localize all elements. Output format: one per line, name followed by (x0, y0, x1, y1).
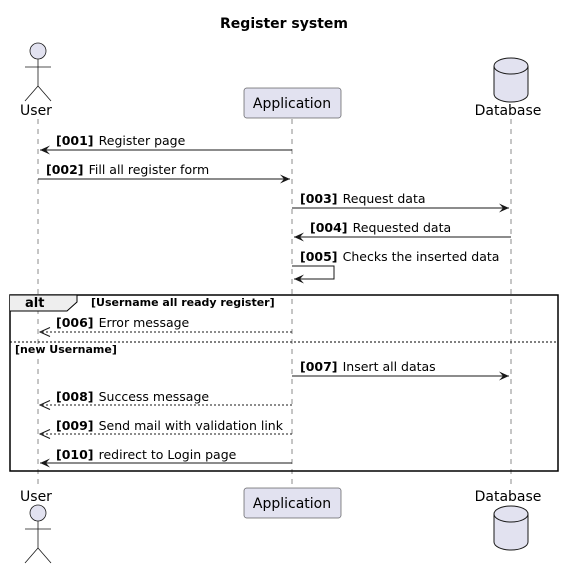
message-text: Checks the inserted data (343, 249, 500, 264)
message-010: [010] redirect to Login page (40, 444, 292, 468)
message-number: [009] (56, 418, 94, 433)
arrow-head (38, 400, 51, 410)
arrow-head (40, 458, 50, 468)
arrow-head (294, 232, 304, 242)
database-icon (493, 57, 529, 103)
message-number: [001] (56, 133, 94, 148)
message-number: [004] (310, 220, 348, 235)
fragment-guard-1: [Username all ready register] (91, 296, 275, 309)
fragment-guard-2: [new Username] (15, 343, 117, 356)
message-text: Error message (99, 315, 190, 330)
svg-text:[009] Send mail with validatio: [009] Send mail with validation link (56, 415, 284, 434)
svg-text:[005] Checks the inserted data: [005] Checks the inserted data (300, 246, 499, 265)
message-number: [006] (56, 315, 94, 330)
diagram-title: Register system (220, 16, 348, 32)
svg-text:[004] Requested data: [004] Requested data (310, 217, 451, 236)
message-text: redirect to Login page (99, 447, 237, 462)
message-text: Fill all register form (89, 162, 210, 177)
message-001: [001] Register page (40, 130, 292, 155)
message-number: [005] (300, 249, 338, 264)
message-004: [004] Requested data (294, 217, 511, 242)
message-008: [008] Success message (38, 386, 292, 410)
message-text: Register page (99, 133, 186, 148)
fragment-tab (10, 294, 78, 312)
message-007: [007] Insert all datas (292, 356, 509, 381)
message-text: Insert all datas (343, 359, 436, 374)
svg-text:[008] Success message: [008] Success message (56, 386, 209, 405)
message-text: Requested data (353, 220, 452, 235)
participant-label: Application (253, 496, 331, 512)
fragment-frame (9, 294, 559, 472)
participant-label: Application (253, 96, 331, 112)
svg-text:[003] Request data: [003] Request data (300, 188, 426, 207)
participant-label: User (20, 489, 52, 505)
svg-text:[006] Error message: [006] Error message (56, 312, 190, 331)
database-icon (493, 505, 529, 551)
actor-icon (24, 42, 52, 102)
arrow-head (499, 371, 509, 381)
message-number: [010] (56, 447, 94, 462)
participant-label: User (20, 103, 52, 119)
message-005: [005] Checks the inserted data (292, 246, 499, 284)
actor-icon (24, 504, 52, 564)
participant-database-bottom: Database (475, 489, 542, 551)
message-text: Request data (343, 191, 426, 206)
arrow-head (280, 174, 290, 184)
message-number: [002] (46, 162, 84, 177)
participant-database-top: Database (475, 57, 542, 119)
participant-user-top: User (20, 42, 52, 119)
message-002: [002] Fill all register form (38, 159, 290, 184)
message-text: Success message (99, 389, 210, 404)
fragment-label: alt (25, 296, 44, 311)
message-number: [007] (300, 359, 338, 374)
message-number: [008] (56, 389, 94, 404)
alt-fragment: alt [Username all ready register] [new U… (9, 294, 559, 472)
svg-text:[007] Insert all datas: [007] Insert all datas (300, 356, 436, 375)
message-number: [003] (300, 191, 338, 206)
participant-application-top: Application (243, 87, 342, 119)
arrow-head (499, 203, 509, 213)
participant-user-bottom: User (20, 489, 52, 564)
participant-label: Database (475, 489, 542, 505)
svg-text:[002] Fill all register form: [002] Fill all register form (46, 159, 209, 178)
participant-label: Database (475, 103, 542, 119)
message-009: [009] Send mail with validation link (38, 415, 292, 439)
arrow-head (294, 274, 304, 284)
arrow-head (38, 327, 51, 337)
message-text: Send mail with validation link (99, 418, 284, 433)
svg-text:[001] Register page: [001] Register page (56, 130, 186, 149)
arrow-head (38, 429, 51, 439)
arrow-head (40, 145, 50, 155)
message-006: [006] Error message (38, 312, 292, 337)
svg-text:[010] redirect to Login page: [010] redirect to Login page (56, 444, 237, 463)
participant-application-bottom: Application (243, 487, 342, 519)
message-003: [003] Request data (292, 188, 509, 213)
